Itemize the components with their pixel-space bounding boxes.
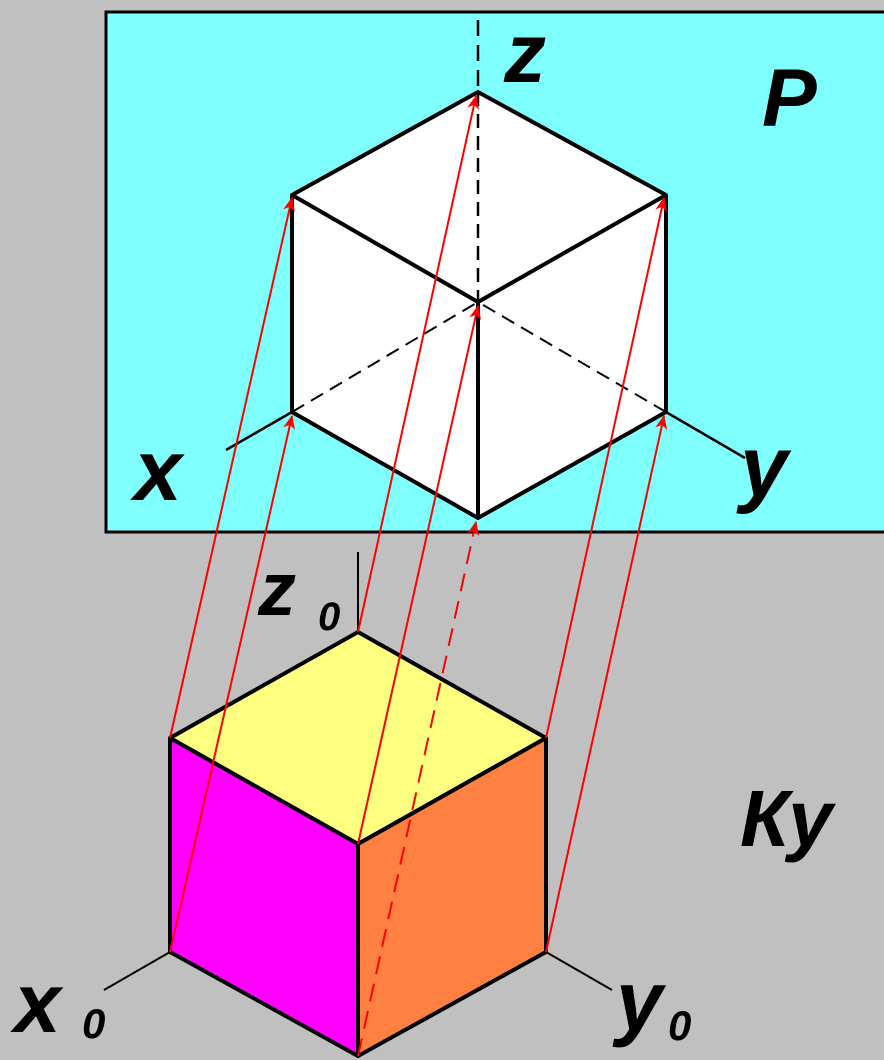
axis-y0-label: y 0	[612, 954, 691, 1049]
axis-y0-line	[545, 951, 613, 991]
caption-partial: Ку	[740, 774, 836, 863]
axis-x0-label: x 0	[10, 956, 105, 1050]
axis-z0-letter: z	[257, 547, 296, 632]
axis-y0-subscript: 0	[668, 1002, 691, 1049]
projected-edge-left	[291, 193, 479, 304]
projected-edge-right	[477, 193, 667, 304]
axis-z0-subscript: 0	[318, 595, 340, 639]
projected-hidden-edge-right	[477, 301, 667, 413]
projection-ray-hidden	[357, 521, 480, 1057]
axis-x0-line	[103, 951, 171, 991]
projection-ray	[357, 95, 480, 633]
projection-ray	[169, 197, 295, 739]
projection-ray	[357, 305, 482, 845]
projection-rays	[169, 95, 668, 1057]
axis-y-label: y	[736, 419, 792, 515]
object-axes	[103, 552, 613, 991]
axis-y0-letter: y	[612, 954, 667, 1048]
projection-ray	[545, 197, 668, 739]
axis-x-label: x	[130, 423, 185, 519]
projected-cube	[290, 90, 668, 520]
plane-label-p: P	[762, 53, 817, 144]
axis-z0-label: z 0	[257, 547, 340, 639]
solid-cube	[168, 630, 548, 1058]
projection-ray	[169, 415, 295, 953]
projected-hidden-edge-left	[291, 301, 479, 413]
axis-y-line	[665, 410, 746, 460]
axis-x0-subscript: 0	[82, 1000, 105, 1047]
projection-ray	[545, 415, 668, 953]
axis-z-label: z	[503, 6, 546, 100]
axis-x0-letter: x	[10, 956, 64, 1050]
